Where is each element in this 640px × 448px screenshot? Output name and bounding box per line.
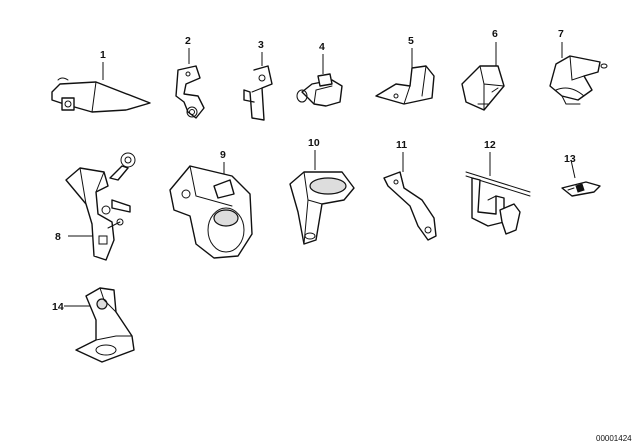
callout-4: 4 <box>319 41 325 53</box>
part-3-bracket <box>243 52 273 121</box>
callout-7: 7 <box>558 28 564 40</box>
callout-12: 12 <box>484 139 496 151</box>
callout-10: 10 <box>308 137 320 149</box>
part-13-clip <box>561 159 601 197</box>
part-7-holder <box>549 42 608 105</box>
part-9-bracket <box>169 162 253 259</box>
callout-13-leader <box>570 159 576 179</box>
callout-8: 8 <box>55 231 61 243</box>
part-11-strap <box>383 152 437 241</box>
callout-5: 5 <box>408 35 414 47</box>
callout-9: 9 <box>220 149 226 161</box>
callout-14: 14 <box>52 301 64 313</box>
callout-1: 1 <box>100 49 106 61</box>
part-6-mount <box>461 42 505 111</box>
callout-6: 6 <box>492 28 498 40</box>
callout-2: 2 <box>185 35 191 47</box>
part-10-holder <box>289 150 355 245</box>
part-1-bracket <box>51 62 151 113</box>
callout-3: 3 <box>258 39 264 51</box>
part-8-bracket <box>65 152 136 261</box>
part-4-clip <box>296 54 343 107</box>
callout-13: 13 <box>564 153 576 165</box>
part-5-bracket <box>375 48 435 105</box>
part-12-clamp <box>465 152 531 235</box>
part-2-bracket <box>175 48 205 119</box>
part-14-bracket <box>64 287 135 363</box>
callout-11: 11 <box>396 139 407 151</box>
diagram-reference-code: 00001424 <box>596 434 632 443</box>
